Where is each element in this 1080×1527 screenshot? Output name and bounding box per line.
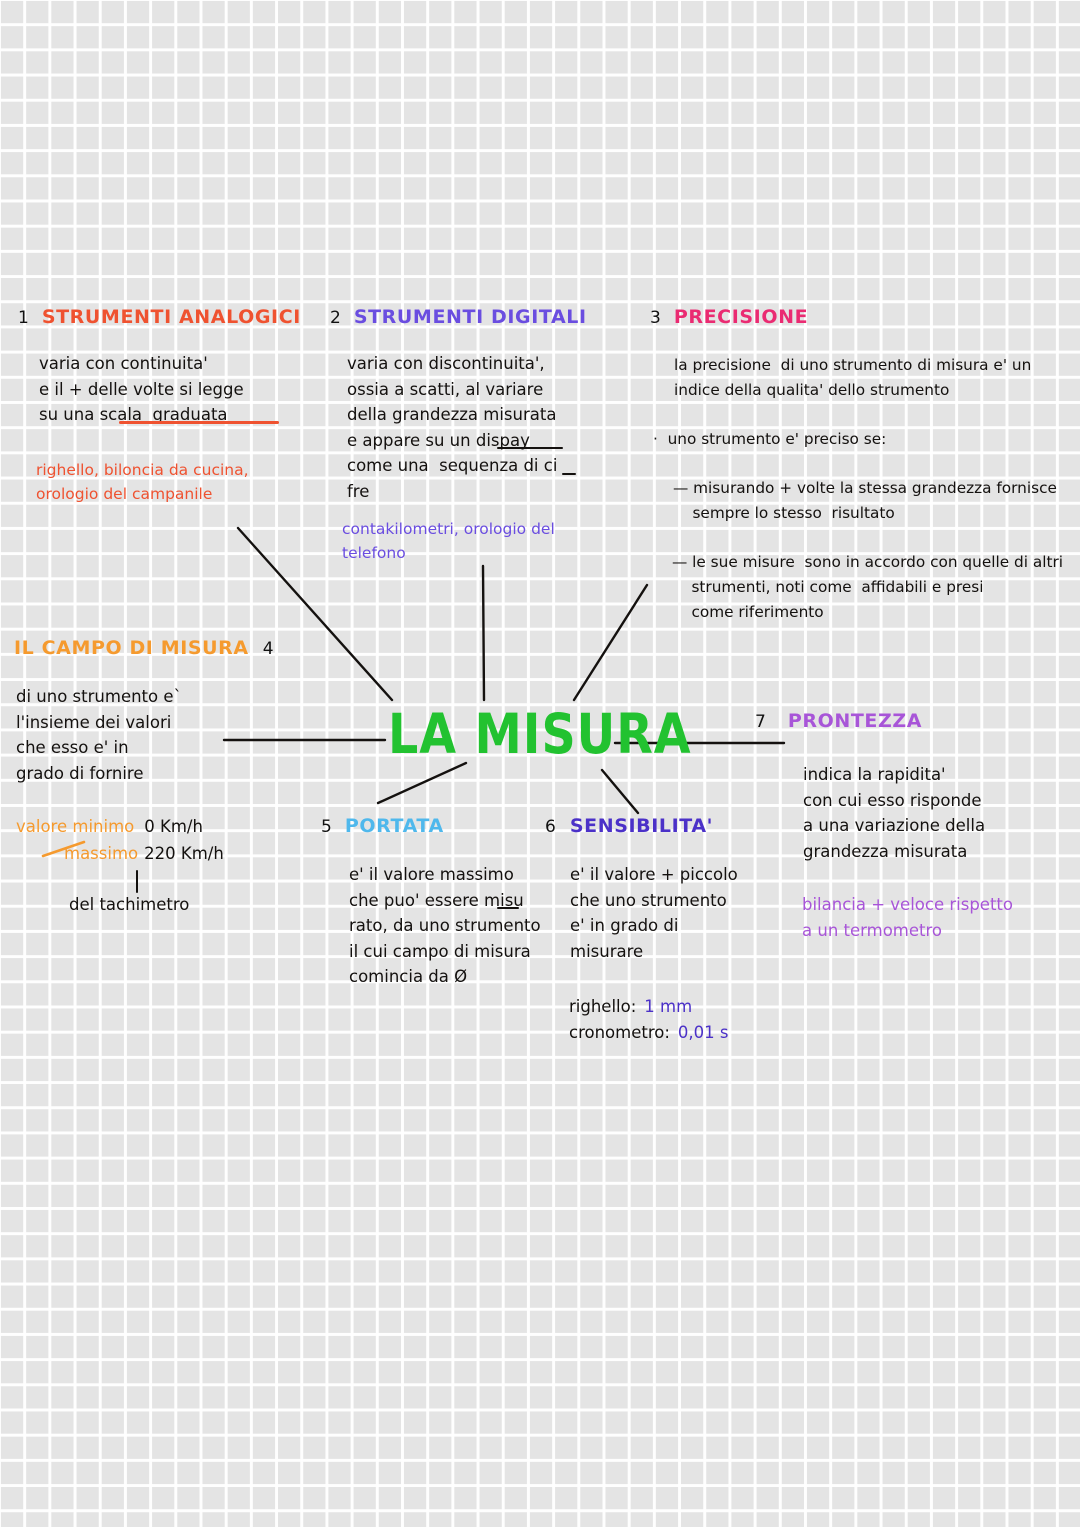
- page-title: LA MISURA: [388, 702, 692, 767]
- range-label-min: valore minimo: [16, 817, 135, 836]
- sensibilita-example-value-2: 0,01 s: [677, 1022, 729, 1042]
- node-heading-digitali: STRUMENTI DIGITALI: [353, 306, 587, 328]
- node-example-digitali: contakilometri, orologio del telefono: [342, 520, 555, 562]
- node-campo-di-misura: IL CAMPO DI MISURA 4 di uno strumento e`…: [14, 637, 274, 914]
- node-body-analogici: varia con continuita' e il + delle volte…: [39, 354, 244, 424]
- underline-misu: [497, 907, 519, 909]
- range-value-max: 220 Km/h: [144, 844, 224, 863]
- node-strumenti-analogici: 1 STRUMENTI ANALOGICI varia con continui…: [18, 306, 301, 506]
- node-sensibilita: 6 SENSIBILITA' e' il valore + piccolo ch…: [545, 815, 738, 1045]
- sensibilita-example-label-1: righello:: [569, 997, 637, 1016]
- node-prontezza: 7 PRONTEZZA indica la rapidita' con cui …: [755, 710, 1013, 944]
- node-example-analogici: righello, biloncia da cucina, orologio d…: [36, 460, 249, 503]
- tick-line-icon: [136, 870, 138, 893]
- node-heading-sensibilita: SENSIBILITA': [569, 815, 714, 837]
- node-body-campo: di uno strumento e` l'insieme dei valori…: [16, 687, 182, 783]
- node-heading-portata: PORTATA: [344, 815, 444, 837]
- node-heading-analogici: STRUMENTI ANALOGICI: [41, 306, 301, 328]
- node-number-4: 4: [262, 639, 274, 659]
- node-number-6: 6: [545, 817, 556, 837]
- underline-scala-graduata: [119, 421, 279, 424]
- node-body-precisione: la precisione di uno strumento di misura…: [674, 356, 1032, 399]
- range-source: del tachimetro: [69, 895, 190, 914]
- node-body-digitali: varia con discontinuita', ossia a scatti…: [347, 354, 558, 501]
- underline-dispay: [497, 447, 563, 449]
- range-label-max: massimo: [64, 844, 139, 863]
- node-number-7: 7: [755, 712, 766, 732]
- sensibilita-example-value-1: 1 mm: [644, 997, 693, 1016]
- node-precisione: 3 PRECISIONE la precisione di uno strume…: [650, 306, 1063, 625]
- node-example-prontezza: bilancia + veloce rispetto a un termomet…: [802, 895, 1013, 940]
- node-heading-campo: IL CAMPO DI MISURA: [14, 637, 249, 659]
- node-heading-prontezza: PRONTEZZA: [787, 710, 923, 732]
- node-dash-item-2: — le sue misure sono in accordo con quel…: [672, 553, 1063, 621]
- node-bullet-precisione: · uno strumento e' preciso se:: [653, 430, 887, 448]
- node-number-1: 1: [18, 308, 29, 328]
- sensibilita-example-label-2: cronometro:: [569, 1022, 670, 1042]
- node-number-2: 2: [330, 308, 341, 328]
- range-value-min: 0 Km/h: [144, 817, 203, 836]
- arrow-to-massimo-icon: [41, 840, 86, 858]
- node-dash-item-1: — misurando + volte la stessa grandezza …: [673, 479, 1057, 522]
- node-body-sensibilita: e' il valore + piccolo che uno strumento…: [570, 865, 738, 961]
- node-number-5: 5: [321, 817, 332, 837]
- node-strumenti-digitali: 2 STRUMENTI DIGITALI varia con discontin…: [330, 306, 587, 565]
- node-portata: 5 PORTATA e' il valore massimo che puo' …: [321, 815, 541, 990]
- node-body-portata: e' il valore massimo che puo' essere mis…: [349, 865, 541, 986]
- underline-ci: [562, 473, 576, 475]
- node-body-prontezza: indica la rapidita' con cui esso rispond…: [803, 765, 986, 861]
- node-number-3: 3: [650, 308, 661, 328]
- node-heading-precisione: PRECISIONE: [673, 306, 809, 328]
